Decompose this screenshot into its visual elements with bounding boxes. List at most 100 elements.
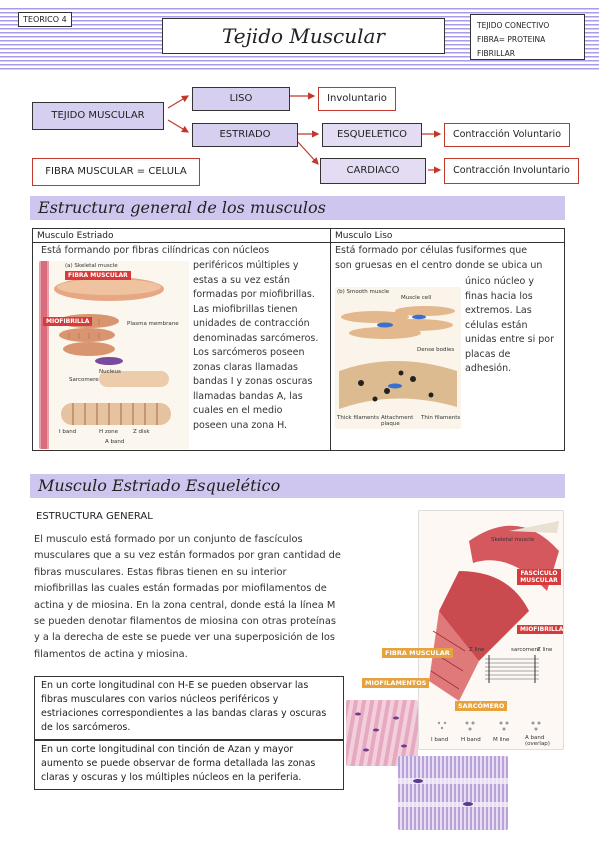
- estriado-line: zonas claras llamadas: [193, 361, 298, 373]
- box1-line: En un corte longitudinal con H-E se pued…: [41, 680, 309, 691]
- fig1-nucleus: Nucleus: [99, 369, 121, 375]
- fig3-zline-1: Z line: [469, 647, 485, 653]
- azan-micrograph: [398, 756, 508, 830]
- muscle-hierarchy-figure: Skeletal muscle FASCÍCULO MUSCULAR MIOFI…: [418, 510, 564, 750]
- fig1-title: (a) Skeletal muscle: [65, 263, 118, 269]
- estriado-line: unidades de contracción: [193, 318, 310, 329]
- musculo-comparison-table: Musculo Estriado Musculo Liso Está forma…: [32, 228, 565, 451]
- paragraph-line: actina y de miosina. En la zona central,…: [34, 599, 336, 611]
- fig3-skeletal: Skeletal muscle: [491, 537, 535, 543]
- fig3-sarcomere: sarcomere: [511, 647, 541, 653]
- fig1-zdisk: Z disk: [133, 429, 150, 435]
- liso-lead-2: son gruesas en el centro donde se ubica …: [335, 260, 543, 271]
- fig1-label-fibra: FIBRA MUSCULAR: [65, 271, 131, 280]
- header-note-1: TEJIDO CONECTIVO: [477, 21, 550, 30]
- smooth-muscle-drawing: [339, 306, 457, 409]
- skeletal-muscle-drawing: [39, 261, 171, 449]
- box1-line: estriaciones correspondientes a las band…: [41, 708, 327, 719]
- liso-text: único núcleo y finas hacia los extremos.…: [465, 275, 563, 377]
- he-nuclei: [355, 712, 407, 752]
- fig2-attachment: Attachment plaque: [381, 415, 414, 427]
- label-fibra-muscular: FIBRA MUSCULAR: [382, 648, 453, 658]
- label-miofilamentos: MIOFILAMENTOS: [362, 678, 430, 688]
- fig1-hzone: H zone: [99, 429, 119, 435]
- fig2-thin: Thin filaments: [421, 415, 461, 421]
- he-micrograph: [346, 700, 418, 766]
- liso-line: finas hacia los: [465, 290, 533, 302]
- node-contraccion-voluntario: Contracción Voluntario: [444, 123, 570, 147]
- teorico-tag: TEORICO 4: [18, 12, 72, 27]
- skeletal-muscle-figure: (a) Skeletal muscle FIBRA MUSCULAR MIOFI…: [39, 261, 189, 449]
- header-note-2: FIBRA= PROTEINA FIBRILLAR: [477, 35, 546, 58]
- arrow-root-estriado: [167, 119, 190, 133]
- col-header-estriado: Musculo Estriado: [33, 229, 330, 243]
- estriado-text: periféricos múltiples y estas a su vez e…: [193, 259, 329, 433]
- estriado-lead: Está formando por fibras cilíndricas con…: [41, 245, 270, 256]
- fig2-thick: Thick filaments: [337, 415, 379, 421]
- fig2-title: (b) Smooth muscle: [337, 289, 390, 295]
- node-cardiaco: CARDIACO: [320, 158, 426, 184]
- liso-lead-1: Está formado por células fusiformes que: [335, 245, 528, 256]
- fig3-zline-2: Z line: [537, 647, 553, 653]
- page-title: Tejido Muscular: [162, 18, 445, 54]
- node-contraccion-involuntario: Contracción Involuntario: [444, 158, 579, 184]
- estructura-paragraph: El musculo está formado por un conjunto …: [34, 532, 352, 663]
- paragraph-line: musculares que a su vez están formados p…: [34, 550, 341, 562]
- node-esqueletico: ESQUELETICO: [322, 123, 422, 147]
- estriado-line: Las miofibrillas tienen: [193, 303, 298, 315]
- fig3-label-fasciculo: FASCÍCULO MUSCULAR: [517, 569, 561, 585]
- paragraph-line: filamentos de actina y miosina.: [34, 648, 188, 660]
- box2-line: claras y oscuras y los múltiples núcleos…: [41, 772, 302, 783]
- section-estructura-general: Estructura general de los musculos: [30, 196, 565, 220]
- paragraph-line: fibras musculares. Estas fibras tienen e…: [34, 566, 287, 578]
- estriado-line: poseen una zona H.: [193, 419, 288, 431]
- arrow-estriado-cardiaco: [297, 141, 319, 165]
- box1-line: fibras musculares con varios núcleos per…: [41, 694, 279, 705]
- node-tejido-muscular: TEJIDO MUSCULAR: [32, 102, 164, 130]
- paragraph-line: se pueden denotar filamentos de miosina …: [34, 616, 336, 628]
- liso-line: placas de: [465, 348, 511, 360]
- estriado-line: denominadas sarcómeros.: [193, 332, 319, 344]
- fig1-plasma: Plasma membrane: [127, 321, 179, 327]
- estriado-line: cuales en el medio: [193, 405, 283, 416]
- estriado-line: llamadas bandas A, las: [193, 390, 303, 402]
- fig1-aband: A band: [105, 439, 125, 445]
- paragraph-line: y a la derecha de este se puede ver una …: [34, 632, 335, 644]
- fig1-sarcomere: Sarcomere: [69, 377, 99, 383]
- estriado-line: estas a su vez están: [193, 274, 290, 286]
- estriado-line: bandas I y zonas oscuras: [193, 376, 313, 387]
- fig2-muscle-cell: Muscle cell: [401, 295, 432, 301]
- box2-line: En un corte longitudinal con tinción de …: [41, 744, 294, 755]
- fig3-aband: A band (overlap): [525, 735, 550, 747]
- fig3-label-sarcomero: SARCÓMERO: [455, 701, 508, 711]
- liso-line: extremos. Las: [465, 305, 532, 316]
- estructura-general-subtitle: ESTRUCTURA GENERAL: [36, 511, 153, 522]
- muscle-hierarchy-drawing: [429, 521, 559, 731]
- corte-azan-box: En un corte longitudinal con tinción de …: [34, 740, 344, 790]
- fig3-mline: M line: [493, 737, 510, 743]
- liso-line: unidas entre si por: [465, 334, 555, 345]
- node-involuntario: Involuntario: [318, 87, 396, 111]
- node-liso: LISO: [192, 87, 290, 111]
- corte-he-box: En un corte longitudinal con H-E se pued…: [34, 676, 344, 740]
- liso-line: único núcleo y: [465, 276, 534, 287]
- header-notes: TEJIDO CONECTIVO FIBRA= PROTEINA FIBRILL…: [470, 14, 585, 60]
- node-estriado: ESTRIADO: [192, 123, 298, 147]
- liso-line: adhesión.: [465, 363, 512, 374]
- fig3-label-miofibrilla: MIOFIBRILLA: [517, 625, 563, 634]
- box2-line: aumento se puede observar de forma detal…: [41, 758, 316, 769]
- liso-line: células están: [465, 319, 528, 331]
- col-header-liso: Musculo Liso: [331, 229, 565, 243]
- fig1-label-miofibrilla: MIOFIBRILLA: [43, 317, 93, 326]
- box1-line: de los sarcómeros.: [41, 722, 131, 733]
- arrow-root-liso: [167, 95, 190, 109]
- table-divider: [330, 229, 331, 451]
- concept-map-arrows: [167, 92, 442, 174]
- estriado-line: periféricos múltiples y: [193, 260, 299, 271]
- estriado-line: Los sarcómeros poseen: [193, 347, 305, 358]
- azan-striations: [398, 778, 508, 807]
- paragraph-line: miofibrillas las cuales están formadas p…: [34, 583, 327, 595]
- fig3-hband: H band: [461, 737, 481, 743]
- node-fibra-celula: FIBRA MUSCULAR = CELULA: [32, 158, 200, 186]
- section-musculo-esqueletico: Musculo Estriado Esquelético: [30, 474, 565, 498]
